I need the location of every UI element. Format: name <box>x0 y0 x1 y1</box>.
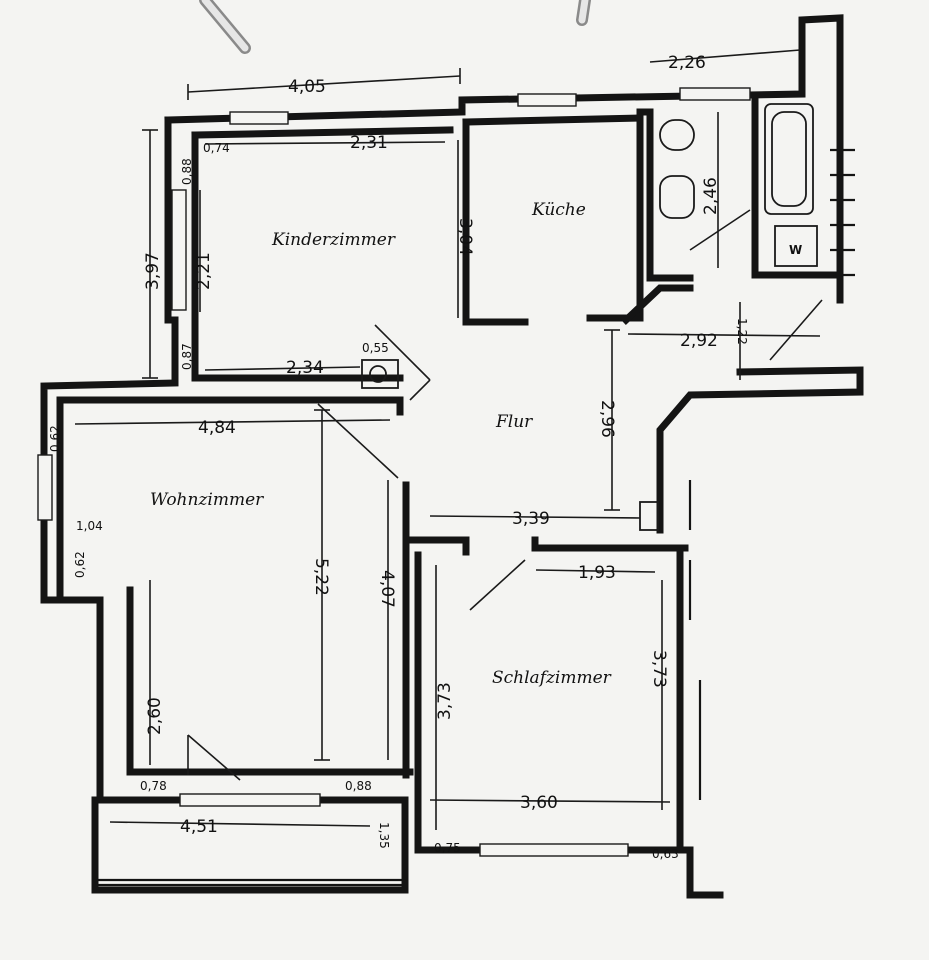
dim-3-04: 3,04 <box>455 218 475 256</box>
interior-walls <box>56 91 844 779</box>
room-label-schlafzimmer: Schlafzimmer <box>492 668 612 688</box>
room-label-kueche: Küche <box>531 200 586 220</box>
dim-0-62-mid: 0,62 <box>73 551 87 578</box>
staircase <box>688 148 855 800</box>
dim-1-35: 1,35 <box>377 822 391 849</box>
dim-3-60: 3,60 <box>520 793 558 813</box>
room-labels: Kinderzimmer Küche Flur Wohnzimmer Schla… <box>150 200 612 688</box>
dimension-lines <box>74 49 821 830</box>
room-label-wohnzimmer: Wohnzimmer <box>150 490 264 510</box>
dim-3-39: 3,39 <box>512 509 550 529</box>
dim-3-73-left: 3,73 <box>435 682 455 720</box>
dim-2-46: 2,46 <box>701 177 721 215</box>
dim-0-88: 0,88 <box>180 158 194 185</box>
dim-2-92: 2,92 <box>680 331 718 351</box>
dim-1-04: 1,04 <box>76 519 103 533</box>
doors <box>187 209 823 781</box>
bathtub-icon <box>764 103 814 215</box>
svg-text:W: W <box>789 243 802 257</box>
dim-5-22: 5,22 <box>311 558 331 596</box>
room-label-kinderzimmer: Kinderzimmer <box>271 230 396 250</box>
dim-2-34: 2,34 <box>286 358 324 378</box>
dim-2-21: 2,21 <box>194 252 214 290</box>
dim-0-62-top: 0,62 <box>48 425 62 452</box>
dim-0-55: 0,55 <box>362 341 389 355</box>
dim-0-78: 0,78 <box>140 779 167 793</box>
dim-4-07: 4,07 <box>377 570 397 608</box>
dim-4-05: 4,05 <box>288 77 326 97</box>
dim-0-63: 0,63 <box>652 847 679 861</box>
dimension-labels: 4,05 2,26 3,97 0,88 0,74 2,31 2,21 3,04 … <box>48 53 749 861</box>
dim-3-97: 3,97 <box>143 252 163 290</box>
dim-0-75: 0,75 <box>434 841 461 855</box>
dim-3-73-right: 3,73 <box>649 650 669 688</box>
windows <box>37 87 751 857</box>
dim-1-93: 1,93 <box>578 563 616 583</box>
dim-2-60: 2,60 <box>145 697 165 735</box>
washer-icon <box>774 225 818 267</box>
dim-4-84: 4,84 <box>198 418 236 438</box>
balcony <box>95 878 405 887</box>
dim-4-51: 4,51 <box>180 817 218 837</box>
dim-2-96: 2,96 <box>597 400 617 438</box>
dim-2-31: 2,31 <box>350 133 388 153</box>
binder-rings <box>199 0 591 54</box>
sink-icon <box>659 175 695 219</box>
exterior-walls <box>40 14 864 899</box>
bathroom-fixtures: W <box>361 103 818 531</box>
dim-2-26: 2,26 <box>668 53 706 73</box>
dim-0-74: 0,74 <box>203 141 230 155</box>
dim-0-87: 0,87 <box>180 343 194 370</box>
chimney-icon <box>361 359 399 389</box>
dim-0-88-bottom: 0,88 <box>345 779 372 793</box>
dim-1-22: 1,22 <box>735 318 749 345</box>
shaft-icon <box>639 501 659 531</box>
room-label-flur: Flur <box>495 412 533 432</box>
toilet-icon <box>659 119 695 151</box>
